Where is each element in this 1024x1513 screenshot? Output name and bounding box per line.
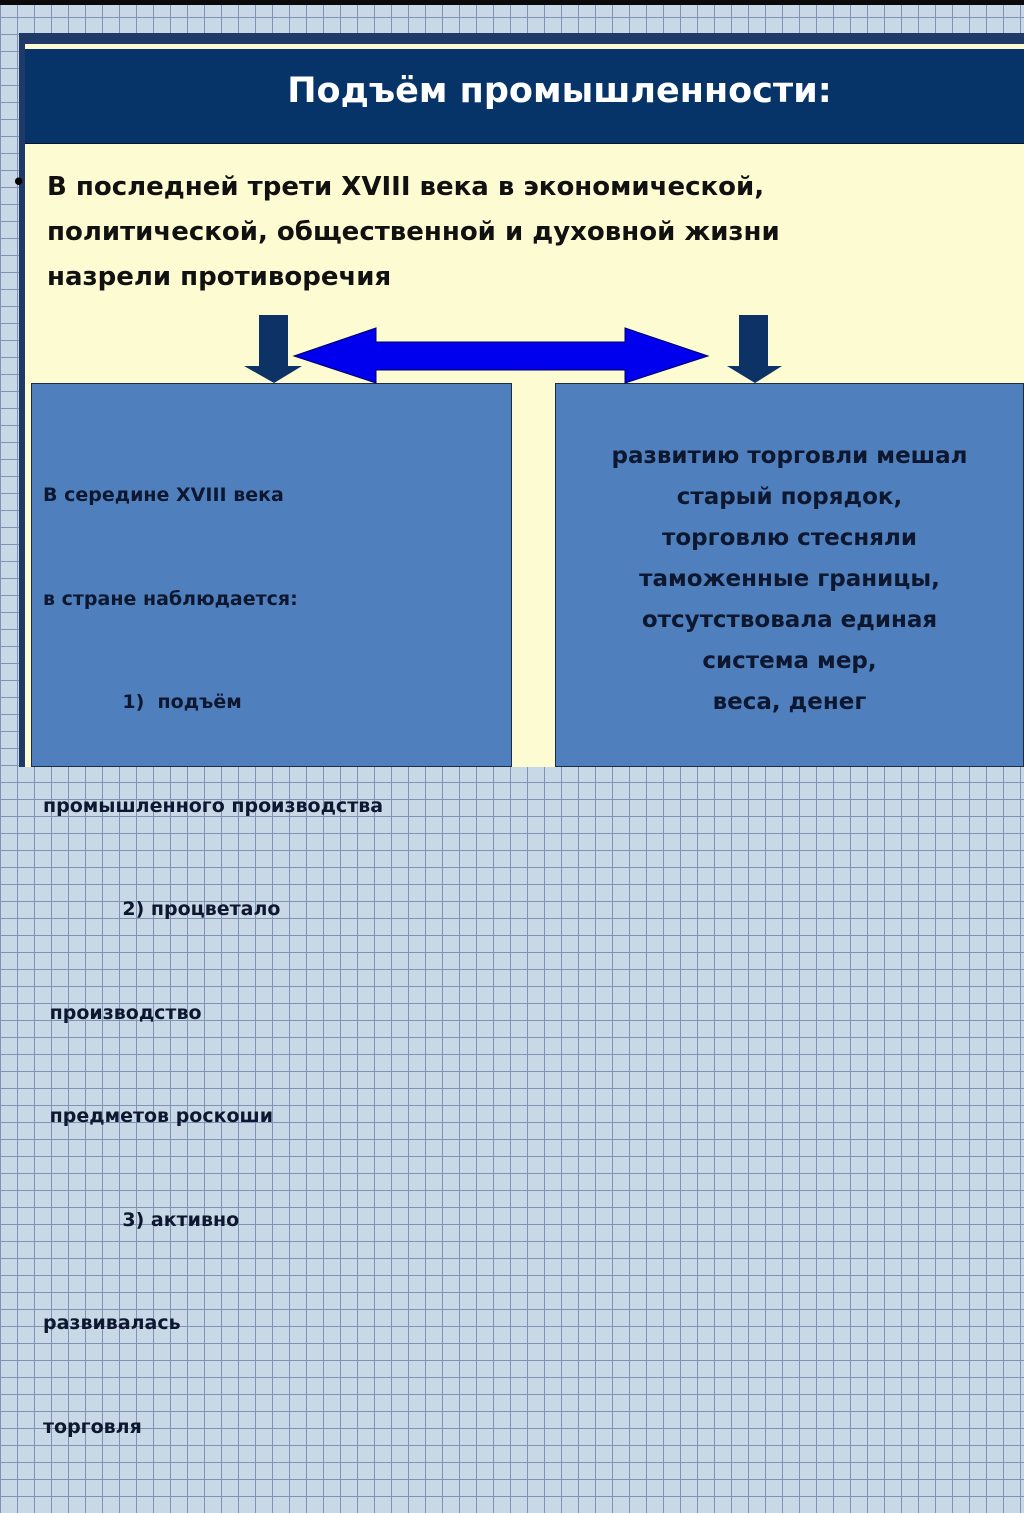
left-line: производство bbox=[43, 1001, 202, 1024]
left-line: В середине XVIII века bbox=[43, 484, 284, 506]
left-line: 1) подъём bbox=[43, 691, 242, 713]
right-line: торговлю стесняли bbox=[662, 525, 917, 551]
arrows bbox=[244, 315, 782, 384]
right-line: старый порядок, bbox=[676, 484, 903, 510]
down-arrow-left-icon bbox=[244, 315, 302, 383]
intro-line: политической, общественной и духовной жи… bbox=[47, 217, 780, 247]
bullet: • bbox=[11, 168, 27, 198]
left-line: развивалась bbox=[43, 1312, 181, 1334]
right-line: таможенные границы, bbox=[639, 566, 940, 592]
right-line: система мер, bbox=[702, 648, 877, 674]
left-line: 2) процветало bbox=[43, 898, 281, 920]
right-box: развитию торговли мешал старый порядок, … bbox=[555, 383, 1024, 767]
left-line: в стране наблюдается: bbox=[43, 587, 298, 610]
double-arrow-icon bbox=[292, 327, 710, 384]
left-line: предметов роскоши bbox=[43, 1105, 274, 1127]
left-line: промышленного производства bbox=[43, 794, 384, 817]
left-line: торговля bbox=[43, 1415, 142, 1438]
right-line: отсутствовала единая bbox=[641, 607, 938, 633]
right-line: веса, денег bbox=[712, 689, 867, 715]
title-bar: Подъём промышленности: bbox=[25, 49, 1024, 144]
slide-title: Подъём промышленности: bbox=[287, 71, 832, 111]
right-line: развитию торговли мешал bbox=[611, 443, 968, 469]
down-arrow-right-icon bbox=[727, 315, 782, 383]
intro-text: В последней трети XVIII века в экономиче… bbox=[47, 165, 947, 300]
intro-line: назрели противоречия bbox=[47, 262, 392, 292]
top-border bbox=[0, 0, 1024, 5]
intro-line: В последней трети XVIII века в экономиче… bbox=[47, 172, 765, 202]
left-line: 3) активно bbox=[43, 1208, 240, 1231]
